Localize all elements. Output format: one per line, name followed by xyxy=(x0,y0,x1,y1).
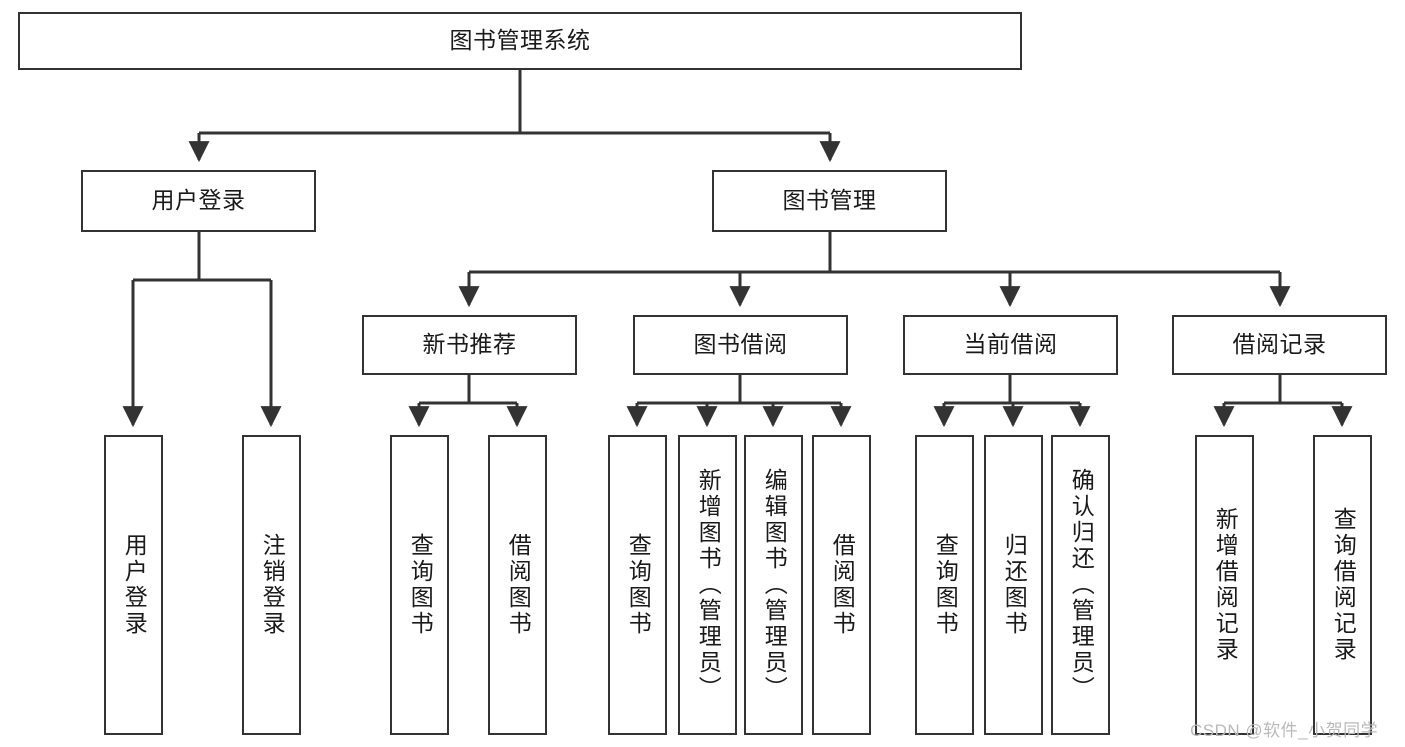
leaf-label: 新增图书（管理员） xyxy=(695,468,722,702)
node-label: 借阅记录 xyxy=(1232,331,1327,358)
leaf-label: 用户登录 xyxy=(121,533,148,637)
node-label: 图书管理 xyxy=(782,187,877,214)
leaf-logout[interactable]: 注销登录 xyxy=(242,435,301,735)
node-book-borrowing[interactable]: 图书借阅 xyxy=(633,315,848,375)
node-label: 图书借阅 xyxy=(693,331,788,358)
leaf-query-books-recommend[interactable]: 查询图书 xyxy=(390,435,449,735)
node-label: 用户登录 xyxy=(151,187,246,214)
leaf-label: 确认归还（管理员） xyxy=(1068,468,1095,702)
leaf-user-login[interactable]: 用户登录 xyxy=(104,435,163,735)
leaf-add-book-admin[interactable]: 新增图书（管理员） xyxy=(678,435,737,735)
leaf-borrow-books[interactable]: 借阅图书 xyxy=(812,435,871,735)
leaf-label: 查询借阅记录 xyxy=(1330,507,1357,663)
node-label: 新书推荐 xyxy=(422,331,517,358)
node-book-management[interactable]: 图书管理 xyxy=(712,170,947,232)
leaf-label: 注销登录 xyxy=(259,533,286,637)
leaf-label: 编辑图书（管理员） xyxy=(761,468,788,702)
leaf-query-books-current[interactable]: 查询图书 xyxy=(915,435,974,735)
leaf-label: 查询图书 xyxy=(625,533,652,637)
leaf-query-borrow-record[interactable]: 查询借阅记录 xyxy=(1313,435,1372,735)
node-book-management-system[interactable]: 图书管理系统 xyxy=(18,12,1022,70)
node-borrowing-records[interactable]: 借阅记录 xyxy=(1172,315,1387,375)
leaf-add-borrow-record[interactable]: 新增借阅记录 xyxy=(1195,435,1254,735)
node-user-login[interactable]: 用户登录 xyxy=(81,170,316,232)
leaf-query-books-borrow[interactable]: 查询图书 xyxy=(608,435,667,735)
leaf-label: 借阅图书 xyxy=(505,533,532,637)
leaf-label: 新增借阅记录 xyxy=(1212,507,1239,663)
node-current-borrowing[interactable]: 当前借阅 xyxy=(903,315,1118,375)
leaf-label: 借阅图书 xyxy=(829,533,856,637)
leaf-label: 查询图书 xyxy=(407,533,434,637)
leaf-confirm-return-admin[interactable]: 确认归还（管理员） xyxy=(1051,435,1110,735)
leaf-return-books[interactable]: 归还图书 xyxy=(984,435,1043,735)
leaf-label: 查询图书 xyxy=(932,533,959,637)
node-new-book-recommendation[interactable]: 新书推荐 xyxy=(362,315,577,375)
leaf-edit-book-admin[interactable]: 编辑图书（管理员） xyxy=(744,435,803,735)
leaf-borrow-books-recommend[interactable]: 借阅图书 xyxy=(488,435,547,735)
node-label: 图书管理系统 xyxy=(449,27,591,54)
csdn-watermark: CSDN @软件_小贺同学 xyxy=(1190,721,1379,740)
leaf-label: 归还图书 xyxy=(1001,533,1028,637)
node-label: 当前借阅 xyxy=(963,331,1058,358)
